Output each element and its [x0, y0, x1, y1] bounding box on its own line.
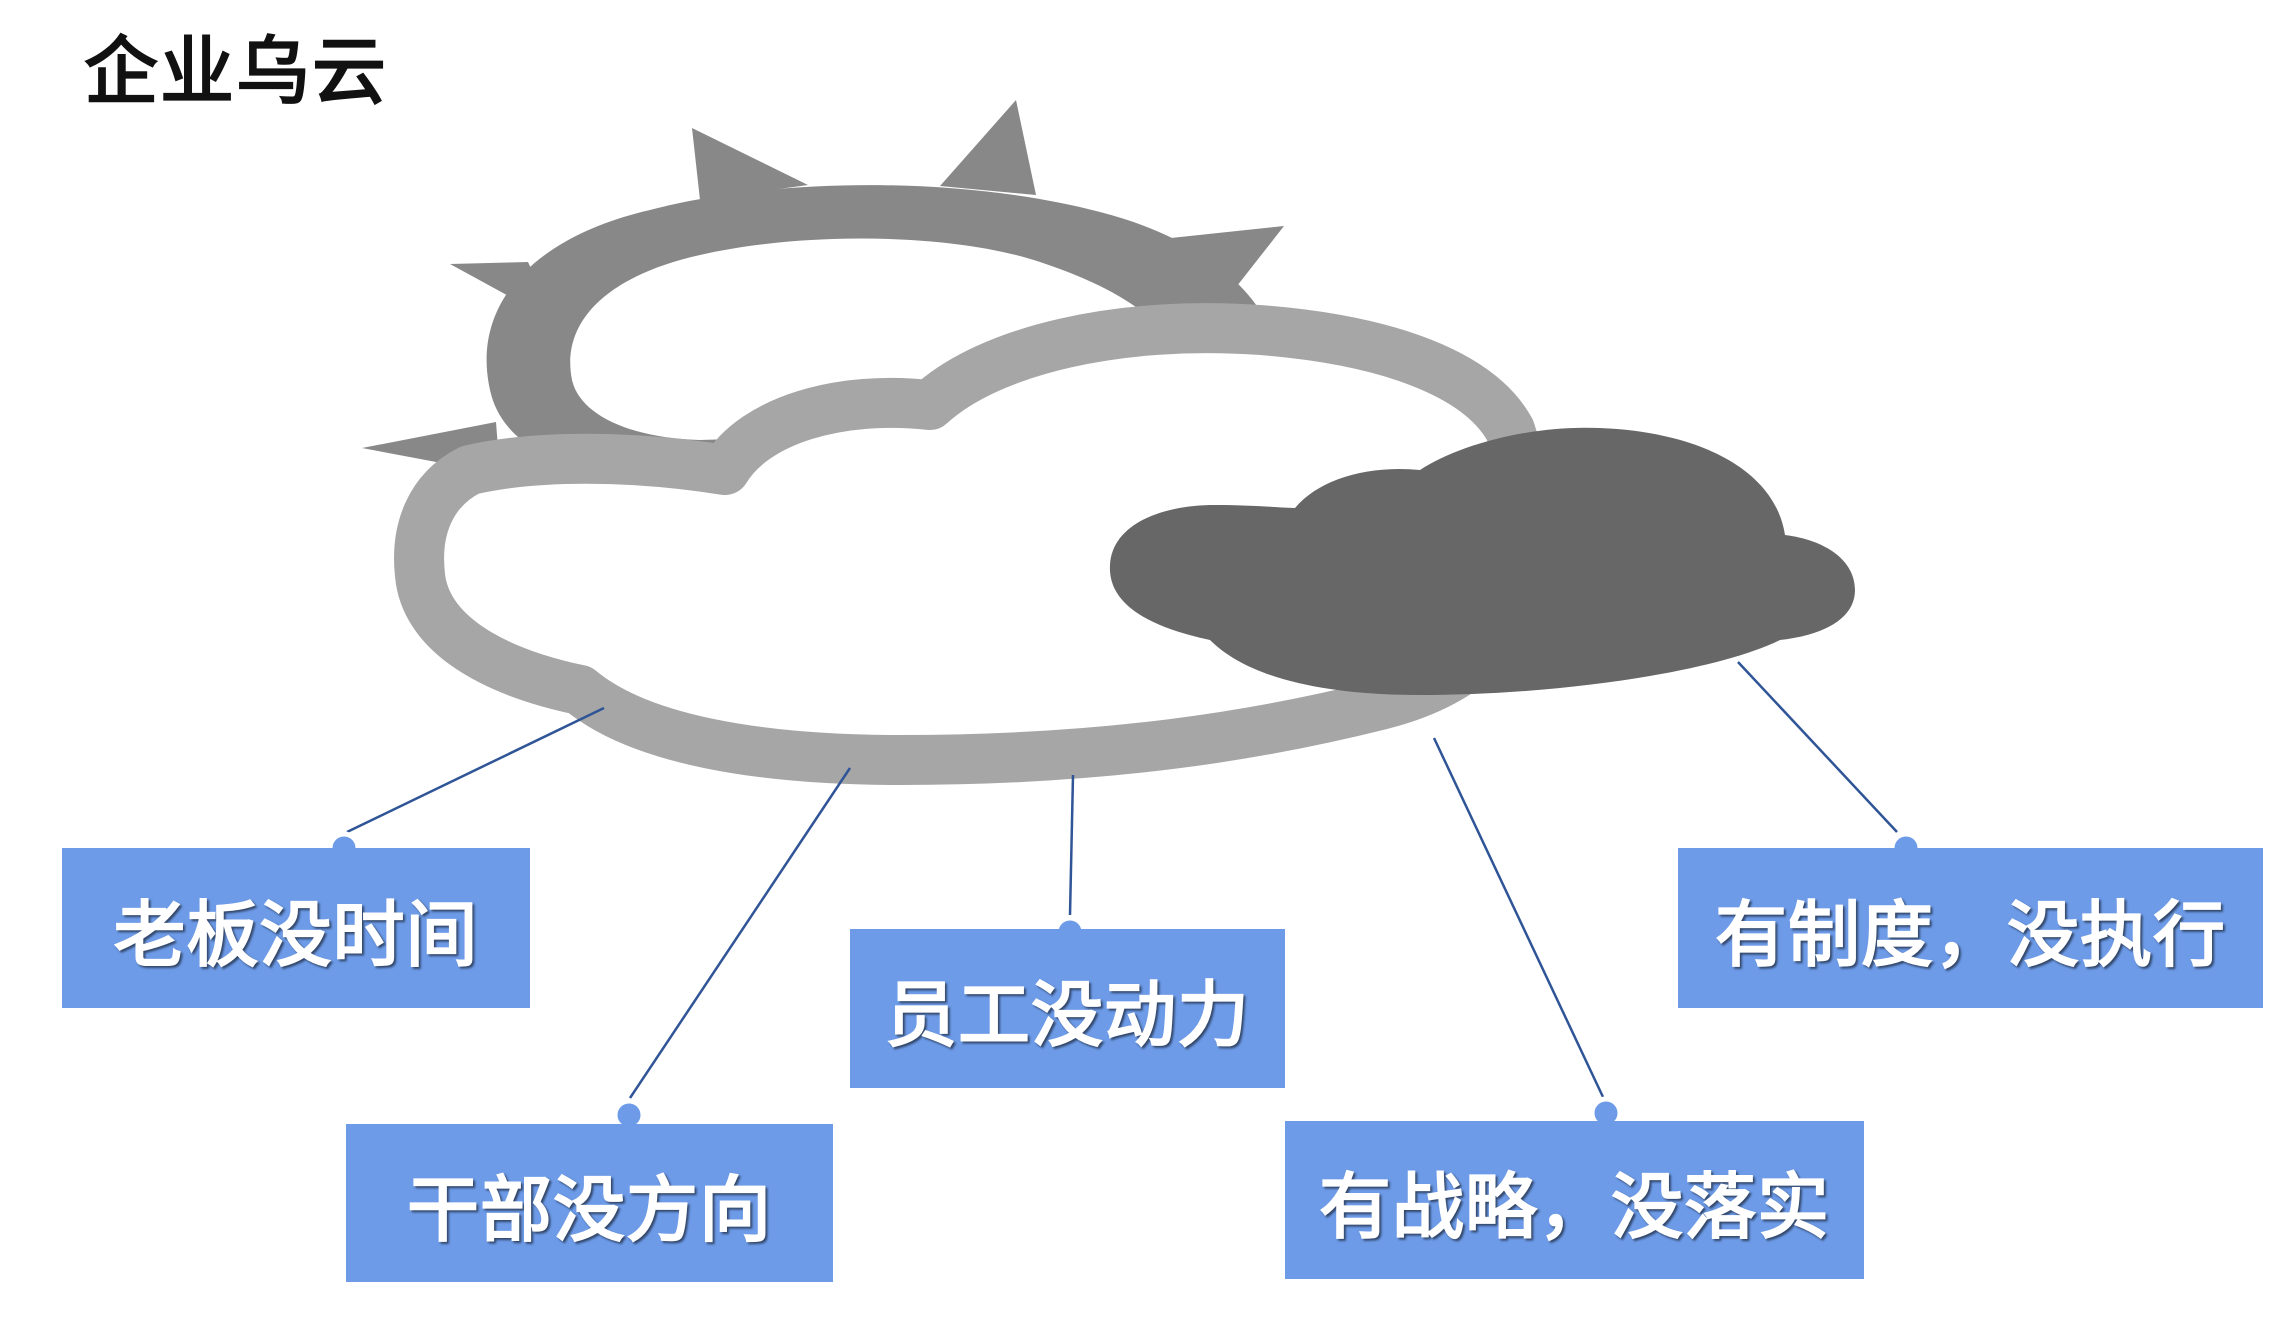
sun-ray [1152, 226, 1284, 300]
sun-ray [940, 100, 1036, 195]
sun-ring [486, 185, 1282, 477]
sun-ray [692, 128, 808, 200]
connector-strategy [1432, 737, 1623, 1130]
sun-icon [362, 100, 1284, 477]
label-system: 有制度，没执行 [1678, 848, 2263, 1008]
connector-staff [1053, 774, 1087, 949]
label-strategy: 有战略，没落实 [1285, 1121, 1864, 1279]
connector-line [1737, 661, 1898, 833]
connector-boss [327, 706, 605, 865]
connector-line [628, 767, 852, 1099]
label-staff: 员工没动力 [850, 929, 1285, 1088]
connector-line [1068, 774, 1075, 916]
dark-cloud-icon [1109, 427, 1855, 695]
label-cadre: 干部没方向 [346, 1124, 833, 1282]
connector-line [346, 706, 605, 834]
page-title: 企业乌云 [84, 29, 388, 115]
connector-line [1432, 737, 1605, 1098]
label-boss: 老板没时间 [62, 848, 530, 1008]
connector-system [1737, 661, 1923, 865]
connector-cadre [612, 767, 852, 1132]
